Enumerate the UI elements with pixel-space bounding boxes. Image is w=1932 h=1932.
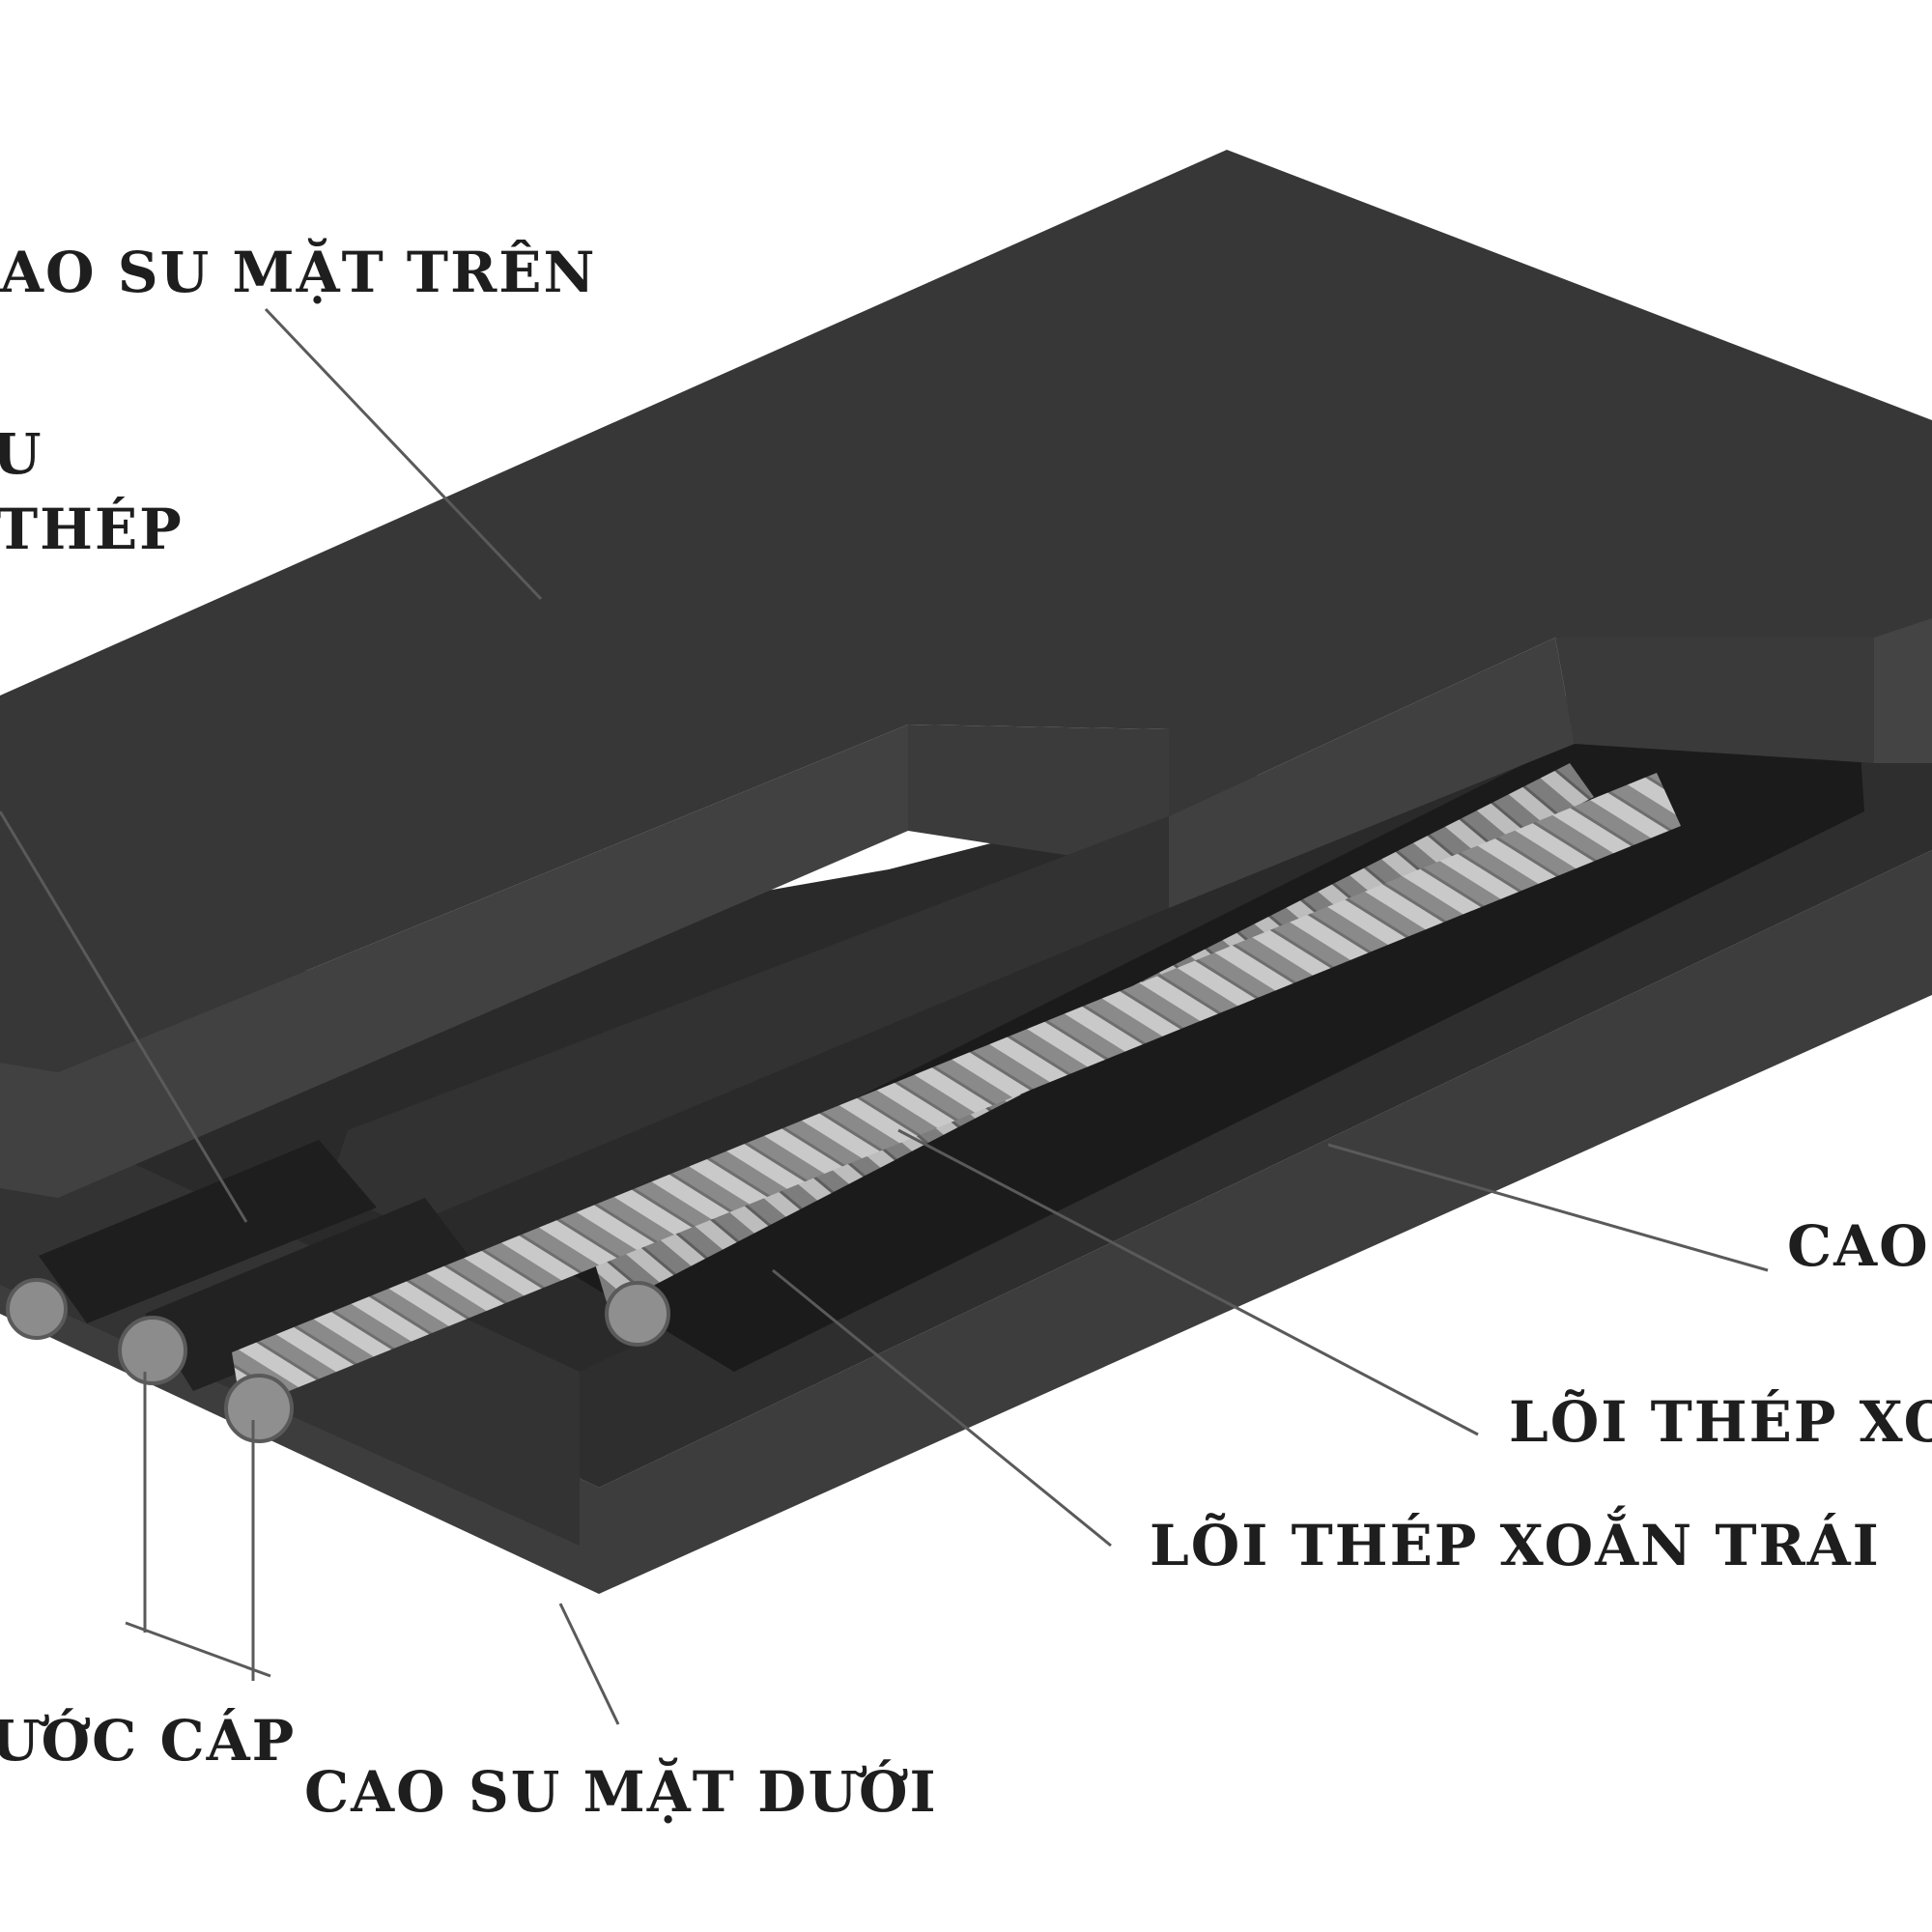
leader-bottom-rubber [558, 1603, 620, 1725]
label-partial-u: U [0, 421, 43, 487]
cable-end-1 [6, 1278, 68, 1340]
top-step-face-5 [1874, 618, 1932, 763]
leader-steel-core [0, 810, 248, 1223]
label-right-core: LÕI THÉP XOẮ [1509, 1381, 1932, 1455]
cable-end-2 [118, 1316, 187, 1385]
top-step-face-2 [908, 724, 1169, 869]
mid-rubber-block [328, 816, 1169, 1227]
cable-end-3 [224, 1374, 294, 1443]
label-pitch: ƯỚC CÁP [0, 1708, 296, 1774]
label-bottom-rubber: CAO SU MẶT DƯỚI [304, 1757, 938, 1825]
coated-cable-2 [145, 1198, 483, 1391]
label-left-core: LÕI THÉP XOẮN TRÁI [1150, 1505, 1881, 1578]
top-step-face-3 [1169, 638, 1575, 908]
leader-right-rubber [1327, 1143, 1769, 1272]
cable-end-4 [605, 1281, 670, 1347]
leader-right-core [897, 1128, 1479, 1436]
top-step-face-1 [0, 724, 908, 1198]
coated-cable-1 [39, 1140, 377, 1323]
label-right-rubber: CAO [1787, 1213, 1930, 1279]
top-rubber-surface [0, 150, 1932, 1072]
steel-cable-left-twist [232, 773, 1681, 1410]
leader-left-core [772, 1268, 1112, 1548]
label-top-rubber: AO SU MẶT TRÊN [0, 238, 597, 305]
top-step-face-4 [1555, 638, 1874, 763]
label-partial-thep: THÉP [0, 497, 184, 562]
leader-top-rubber [264, 307, 543, 601]
pitch-dim-arrow [125, 1621, 271, 1678]
